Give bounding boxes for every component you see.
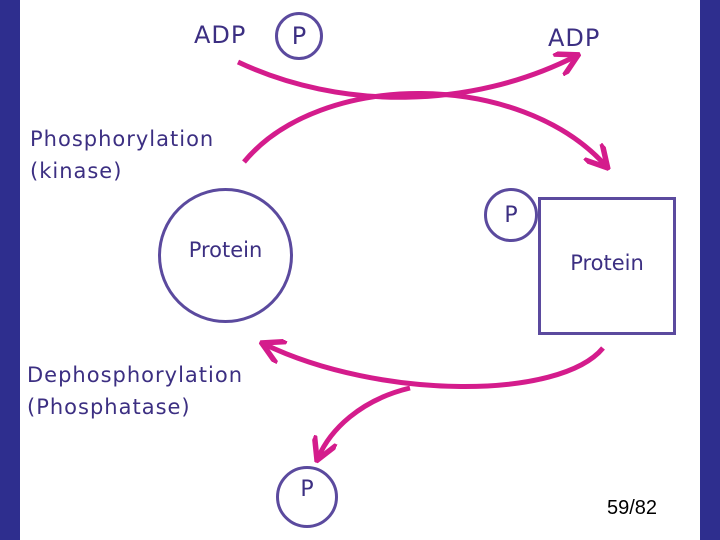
top-left-adp-label: ADP [194, 21, 247, 49]
phosphorylation-label: Phosphorylation [30, 127, 215, 151]
released-phosphate-label: P [300, 476, 314, 502]
top-phosphate-circle: P [275, 12, 323, 60]
attached-phosphate-circle: P [484, 188, 538, 242]
slide [20, 0, 700, 540]
top-right-adp-label: ADP [548, 24, 601, 52]
protein-circle: Protein [158, 188, 293, 323]
protein-square-label: Protein [570, 251, 644, 275]
adp-to-adp-arrow [236, 56, 576, 100]
top-phosphate-label: P [291, 22, 307, 50]
kinase-label: (kinase) [30, 159, 123, 183]
attached-phosphate-label: P [504, 202, 518, 228]
phosphate-release-arrow [318, 385, 411, 458]
dephosphorylation-label: Dephosphorylation [27, 363, 243, 387]
phosphatase-label: (Phosphatase) [27, 395, 191, 419]
dephosphorylation-arrow [264, 344, 605, 389]
phosphorylation-arrow [242, 91, 606, 166]
protein-circle-label: Protein [188, 237, 263, 262]
phosphorylated-protein-square: Protein [538, 197, 676, 335]
page-number: 59/82 [607, 497, 658, 519]
released-phosphate-circle: P [276, 466, 338, 528]
